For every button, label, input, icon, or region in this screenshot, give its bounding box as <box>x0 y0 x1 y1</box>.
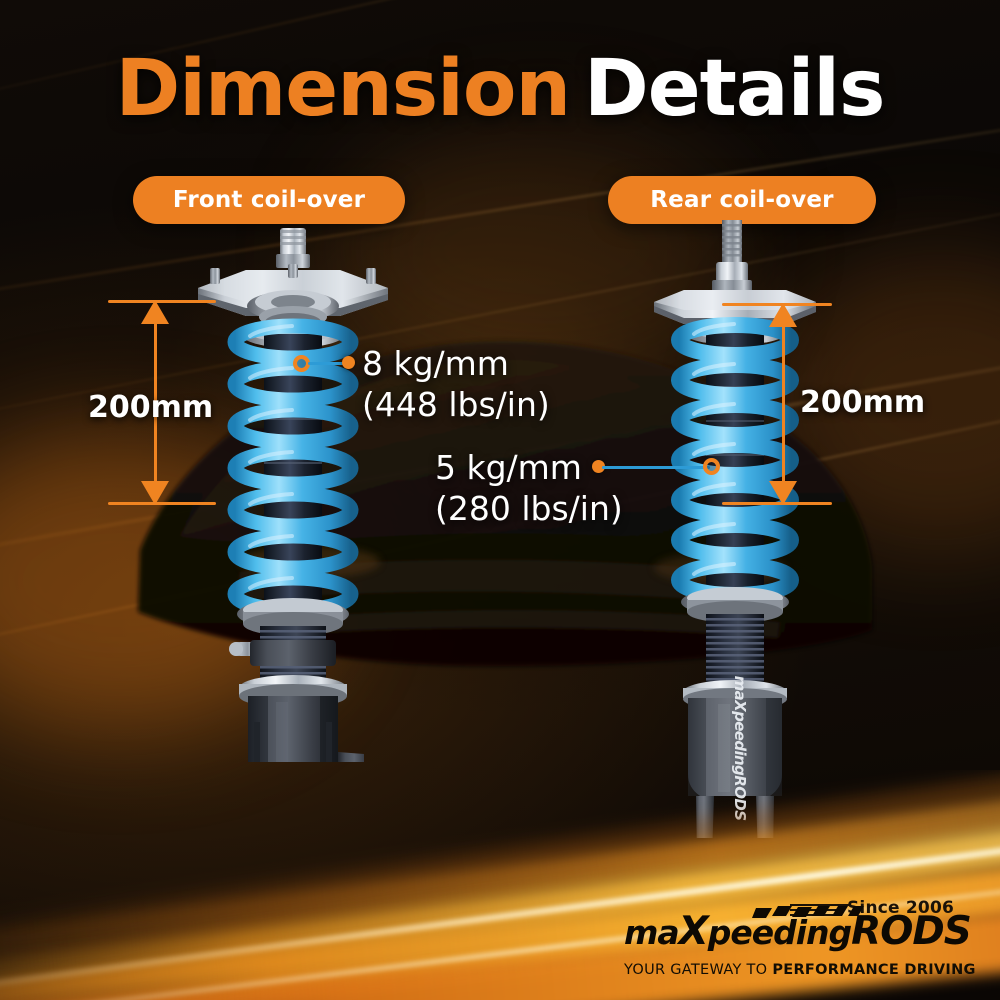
dimension-front-label: 200mm <box>88 390 214 425</box>
page-title-part-2: Details <box>584 44 885 134</box>
dimension-front-arrow-down <box>141 481 169 505</box>
callout-rear-anchor-ring <box>703 458 720 475</box>
dimension-front-height <box>108 300 216 505</box>
badge-front-coilover[interactable]: Front coil-over <box>133 176 405 224</box>
checkered-flag-icon <box>752 906 864 918</box>
page-title-part-1: Dimension <box>115 44 571 134</box>
callout-front-endpoint-dot <box>342 356 355 369</box>
callout-rear-line2: (280 lbs/in) <box>435 488 623 528</box>
logo-wordmark-rods: RODS <box>851 909 972 954</box>
badge-front-coilover-label: Front coil-over <box>172 187 366 213</box>
dimension-front-arrow-up <box>141 300 169 324</box>
callout-rear-spring-rate: 5 kg/mm (280 lbs/in) <box>435 448 623 530</box>
logo-tagline-light: YOUR GATEWAY TO <box>624 962 768 978</box>
callout-front-spring-rate: 8 kg/mm (448 lbs/in) <box>362 344 550 426</box>
logo-wordmark-ma: ma <box>624 913 680 952</box>
product-front-coilover <box>198 228 388 762</box>
dimension-rear-shaft <box>781 311 785 497</box>
dimension-front-shaft <box>153 308 157 497</box>
brand-logo: Since 2006 maXpeedingRODS YOUR GATEWAY T… <box>624 898 975 978</box>
dimension-rear-arrow-up <box>769 303 797 327</box>
shock-body-branding: maXpeedingRODS <box>731 676 749 821</box>
callout-front-line2: (448 lbs/in) <box>362 384 550 424</box>
logo-wordmark-peeding: peeding <box>707 913 852 952</box>
badge-rear-coilover-label: Rear coil-over <box>650 187 834 213</box>
since-label: Since 2006 <box>846 898 954 918</box>
callout-front-leader-line <box>308 362 352 365</box>
logo-tagline: YOUR GATEWAY TO PERFORMANCE DRIVING <box>624 962 975 978</box>
callout-rear-leader-line <box>602 466 710 469</box>
callout-rear-line1: 5 kg/mm <box>435 448 582 487</box>
dimension-rear-label: 200mm <box>800 385 926 420</box>
logo-wordmark: maXpeedingRODS <box>624 912 972 952</box>
dimension-rear-height <box>722 303 832 505</box>
callout-rear-endpoint-dot <box>592 460 605 473</box>
logo-wordmark-x: X <box>678 909 709 954</box>
dimension-rear-arrow-down <box>769 481 797 505</box>
svg-text:maXpeedingRODS: maXpeedingRODS <box>731 676 749 821</box>
badge-rear-coilover[interactable]: Rear coil-over <box>608 176 876 224</box>
callout-front-line1: 8 kg/mm <box>362 344 509 383</box>
logo-tagline-bold: PERFORMANCE DRIVING <box>772 962 976 978</box>
